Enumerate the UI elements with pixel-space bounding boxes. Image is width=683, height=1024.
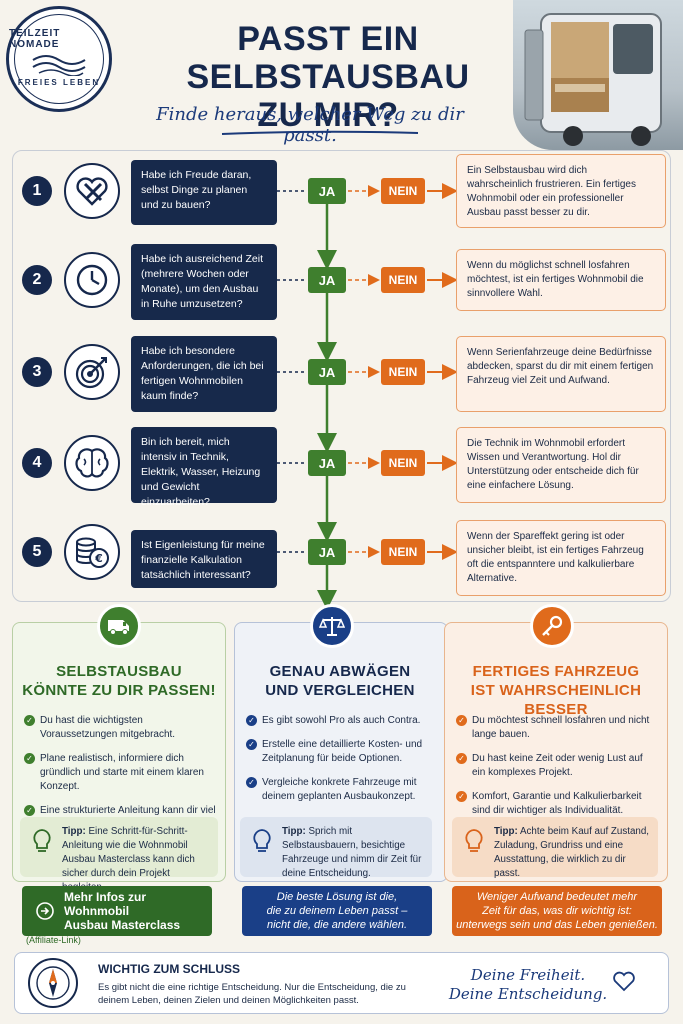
tip-text: Achte beim Kauf auf Zustand, Zuladung, G…	[494, 826, 650, 879]
title-line: UND VERGLEICHEN	[265, 682, 415, 699]
orange-checklist: ✓Du möchtest schnell losfahren und nicht…	[456, 714, 652, 828]
result-box: Die Technik im Wohnmobil erfordert Wisse…	[456, 427, 666, 503]
van-interior-photo	[513, 0, 683, 150]
result-box: Wenn du möglichst schnell losfahren möch…	[456, 249, 666, 311]
check-icon: ✓	[246, 715, 257, 726]
question-row-4: 4 Bin ich bereit, mich intensiv in Techn…	[0, 423, 683, 508]
list-item: ✓Komfort, Garantie und Kalkulierbarkeit …	[456, 790, 652, 818]
question-row-2: 2 Habe ich ausreichend Zeit (mehrere Woc…	[0, 240, 683, 320]
step-number: 2	[22, 265, 52, 295]
tip-box-green: Tipp: Eine Schritt-für-Schritt-Anleitung…	[20, 817, 218, 893]
clock-icon	[64, 252, 120, 308]
title-line-2: ZU MIR?	[257, 96, 399, 134]
heart-tools-icon	[64, 163, 120, 219]
check-icon: ✓	[246, 777, 257, 788]
lightbulb-icon	[253, 829, 271, 852]
page-title: PASST EIN SELBSTAUSBAU ZU MIR?	[118, 20, 538, 134]
check-icon: ✓	[456, 715, 467, 726]
no-label: NEIN	[381, 450, 425, 476]
affiliate-note: (Affiliate-Link)	[26, 935, 81, 945]
quote-banner-blue: Die beste Lösung ist die, die zu deinem …	[242, 886, 432, 936]
title-line: SELBSTAUSBAU	[56, 663, 182, 680]
check-icon: ✓	[246, 739, 257, 750]
teilzeit-nomade-logo: TEILZEIT NOMADE FREIES LEBEN	[6, 6, 112, 112]
column-title-green: SELBSTAUSBAU KÖNNTE ZU DIR PASSEN!	[20, 662, 218, 700]
page-subtitle: Finde heraus, welcher Weg zu dir passt.	[156, 104, 464, 146]
no-label: NEIN	[381, 359, 425, 385]
tip-text: Sprich mit Selbstausbauern, besichtige F…	[282, 826, 422, 879]
brain-icon	[64, 435, 120, 491]
key-icon	[530, 604, 574, 648]
masterclass-link-button[interactable]: Mehr Infos zur Wohnmobil Ausbau Mastercl…	[22, 886, 212, 936]
quote-banner-orange: Weniger Aufwand bedeutet mehr Zeit für d…	[452, 886, 662, 936]
result-box: Wenn der Spareffekt gering ist oder unsi…	[456, 520, 666, 596]
list-item: ✓Vergleiche konkrete Fahrzeuge mit deine…	[246, 776, 432, 804]
tip-label: Tipp:	[494, 826, 518, 837]
question-row-3: 3 Habe ich besondere Anforderungen, die …	[0, 332, 683, 412]
yes-label: JA	[308, 450, 346, 476]
step-number: 5	[22, 537, 52, 567]
footer-slogan: Deine Freiheit. Deine Entscheidung.	[448, 966, 608, 1003]
question-row-5: 5 € Ist Eigenleistung für meine finanzie…	[0, 512, 683, 596]
check-icon: ✓	[24, 753, 35, 764]
no-label: NEIN	[381, 539, 425, 565]
list-item: ✓Erstelle eine detaillierte Kosten- und …	[246, 738, 432, 766]
tip-label: Tipp:	[62, 826, 86, 837]
list-item: ✓Du hast keine Zeit oder wenig Lust auf …	[456, 752, 652, 780]
question-box: Habe ich Freude daran, selbst Dinge zu p…	[131, 160, 277, 225]
subtitle-underline	[221, 130, 419, 135]
yes-label: JA	[308, 267, 346, 293]
title-line-1: PASST EIN SELBSTAUSBAU	[186, 20, 470, 96]
question-row-1: 1 Habe ich Freude daran, selbst Dinge zu…	[0, 150, 683, 230]
question-box: Ist Eigenleistung für meine finanzielle …	[131, 530, 277, 588]
blue-checklist: ✓Es gibt sowohl Pro als auch Contra. ✓Er…	[246, 714, 432, 814]
title-line: IST WAHRSCHEINLICH BESSER	[470, 682, 642, 718]
check-icon: ✓	[24, 715, 35, 726]
question-flow-frame	[12, 150, 671, 602]
title-line: FERTIGES FAHRZEUG	[472, 663, 640, 680]
list-item: ✓Plane realistisch, informiere dich grün…	[24, 752, 220, 794]
footer-title: WICHTIG ZUM SCHLUSS	[98, 962, 240, 976]
column-title-blue: GENAU ABWÄGEN UND VERGLEICHEN	[238, 662, 442, 700]
tip-box-blue: Tipp: Sprich mit Selbstausbauern, besich…	[240, 817, 432, 879]
svg-text:€: €	[94, 552, 103, 565]
result-box: Wenn Serienfahrzeuge deine Bedürfnisse a…	[456, 336, 666, 412]
step-number: 1	[22, 176, 52, 206]
tip-label: Tipp:	[282, 826, 306, 837]
yes-label: JA	[308, 359, 346, 385]
no-label: NEIN	[381, 267, 425, 293]
lightbulb-icon	[33, 829, 51, 852]
masterclass-link-label: Mehr Infos zur Wohnmobil Ausbau Mastercl…	[64, 890, 181, 932]
list-item: ✓Du möchtest schnell losfahren und nicht…	[456, 714, 652, 742]
list-item: ✓Es gibt sowohl Pro als auch Contra.	[246, 714, 432, 728]
result-box: Ein Selbstausbau wird dich wahrscheinlic…	[456, 154, 666, 228]
scales-icon	[310, 604, 354, 648]
yes-label: JA	[308, 178, 346, 204]
column-title-orange: FERTIGES FAHRZEUG IST WAHRSCHEINLICH BES…	[448, 662, 664, 719]
step-number: 3	[22, 357, 52, 387]
target-icon	[64, 344, 120, 400]
check-icon: ✓	[456, 791, 467, 802]
van-icon	[97, 604, 141, 648]
title-line: GENAU ABWÄGEN	[269, 663, 411, 680]
heart-icon	[613, 971, 635, 992]
arrow-right-icon	[36, 902, 54, 920]
check-icon: ✓	[456, 753, 467, 764]
question-box: Habe ich besondere Anforderungen, die ic…	[131, 336, 277, 412]
question-box: Habe ich ausreichend Zeit (mehrere Woche…	[131, 244, 277, 320]
coins-icon: €	[64, 524, 120, 580]
step-number: 4	[22, 448, 52, 478]
footer-text: Es gibt nicht die eine richtige Entschei…	[98, 982, 406, 1006]
lightbulb-icon	[465, 829, 483, 852]
yes-label: JA	[308, 539, 346, 565]
footer-box	[14, 952, 669, 1014]
tip-box-orange: Tipp: Achte beim Kauf auf Zustand, Zulad…	[452, 817, 658, 879]
no-label: NEIN	[381, 178, 425, 204]
question-box: Bin ich bereit, mich intensiv in Technik…	[131, 427, 277, 508]
check-icon: ✓	[24, 805, 35, 816]
title-line: KÖNNTE ZU DIR PASSEN!	[22, 682, 216, 699]
list-item: ✓Du hast die wichtigsten Voraussetzungen…	[24, 714, 220, 742]
compass-icon	[28, 958, 78, 1008]
